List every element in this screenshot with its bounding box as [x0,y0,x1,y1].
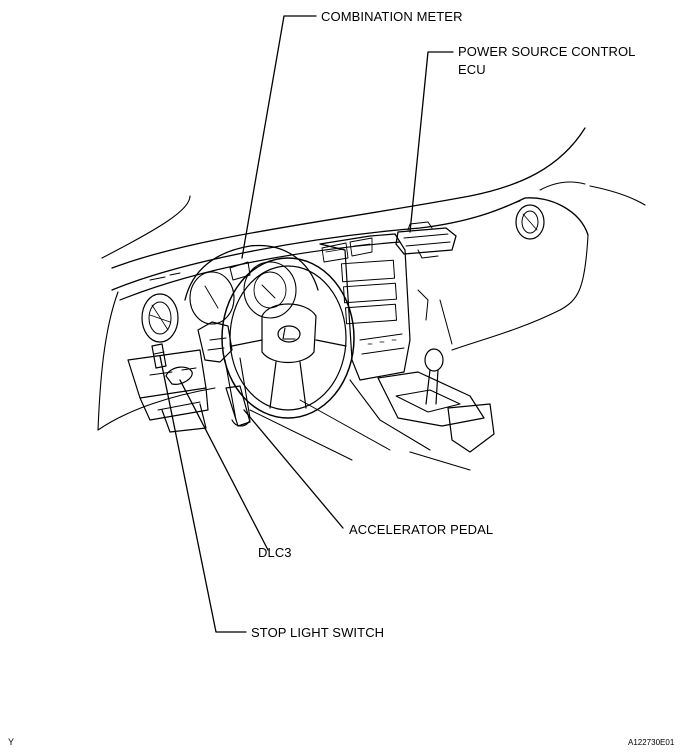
stop-light-switch-leader [159,355,247,633]
figure-code: A122730E01 [628,738,675,747]
accelerator-pedal-leader [243,409,344,529]
dlc3-leader [179,379,269,551]
center-console [349,371,495,471]
stop-light-switch-label: STOP LIGHT SWITCH [251,625,385,640]
gear-shift-icon [424,348,444,405]
dashboard-top [97,197,589,431]
lower-dash [127,349,209,433]
lexus-emblem-icon [277,325,301,343]
right-air-vent [504,200,545,240]
power-source-ecu-drawing [395,221,457,255]
combination-meter-drawing [184,244,319,325]
leader-lines [159,15,454,633]
combination-meter-leader [241,15,317,259]
power-source-ecu-leader [409,51,454,233]
right-dash [417,249,453,345]
floor-lines [249,399,391,461]
power-source-ecu-label-line2: ECU [458,62,486,77]
dlc3-label: DLC3 [258,545,292,560]
dlc3-drawing [165,366,193,385]
left-air-vent [141,293,179,343]
combination-meter-label: COMBINATION METER [321,9,463,24]
corner-mark-left: Y [8,737,15,747]
stop-light-switch-drawing [151,343,167,369]
power-source-ecu-label-line1: POWER SOURCE CONTROL [458,44,636,59]
accelerator-pedal-drawing [225,385,251,427]
windshield-outline [101,127,646,269]
steering-wheel-icon [221,257,355,419]
center-stack [319,233,411,381]
accelerator-pedal-label: ACCELERATOR PEDAL [349,522,494,537]
